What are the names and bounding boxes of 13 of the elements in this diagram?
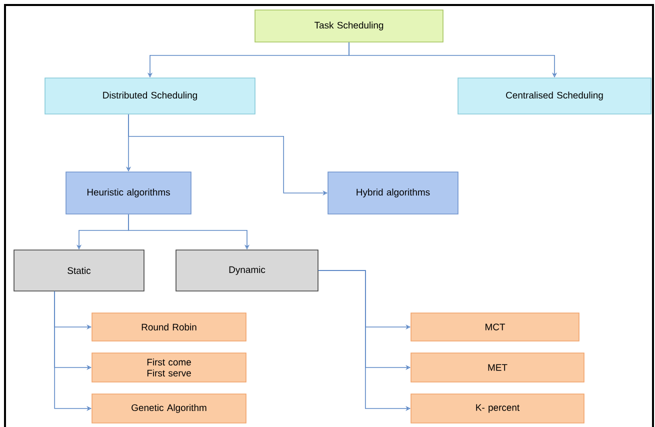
method-box: MET <box>410 352 584 382</box>
method-box: K- percent <box>410 394 584 424</box>
algorithm-box: Heuristic algorithms <box>66 172 192 214</box>
type-box: Static <box>14 250 144 292</box>
method-box: Genetic Algorithm <box>92 394 246 424</box>
method-box: Round Robin <box>92 312 246 342</box>
method-box: MCT <box>410 312 580 342</box>
root-box: Task Scheduling <box>254 10 444 42</box>
category-box: Centralised Scheduling <box>458 78 652 114</box>
category-box: Distributed Scheduling <box>44 78 256 114</box>
type-box: Dynamic <box>176 250 318 292</box>
algorithm-box: Hybrid algorithms <box>328 172 458 214</box>
method-box: First come First serve <box>92 352 246 382</box>
